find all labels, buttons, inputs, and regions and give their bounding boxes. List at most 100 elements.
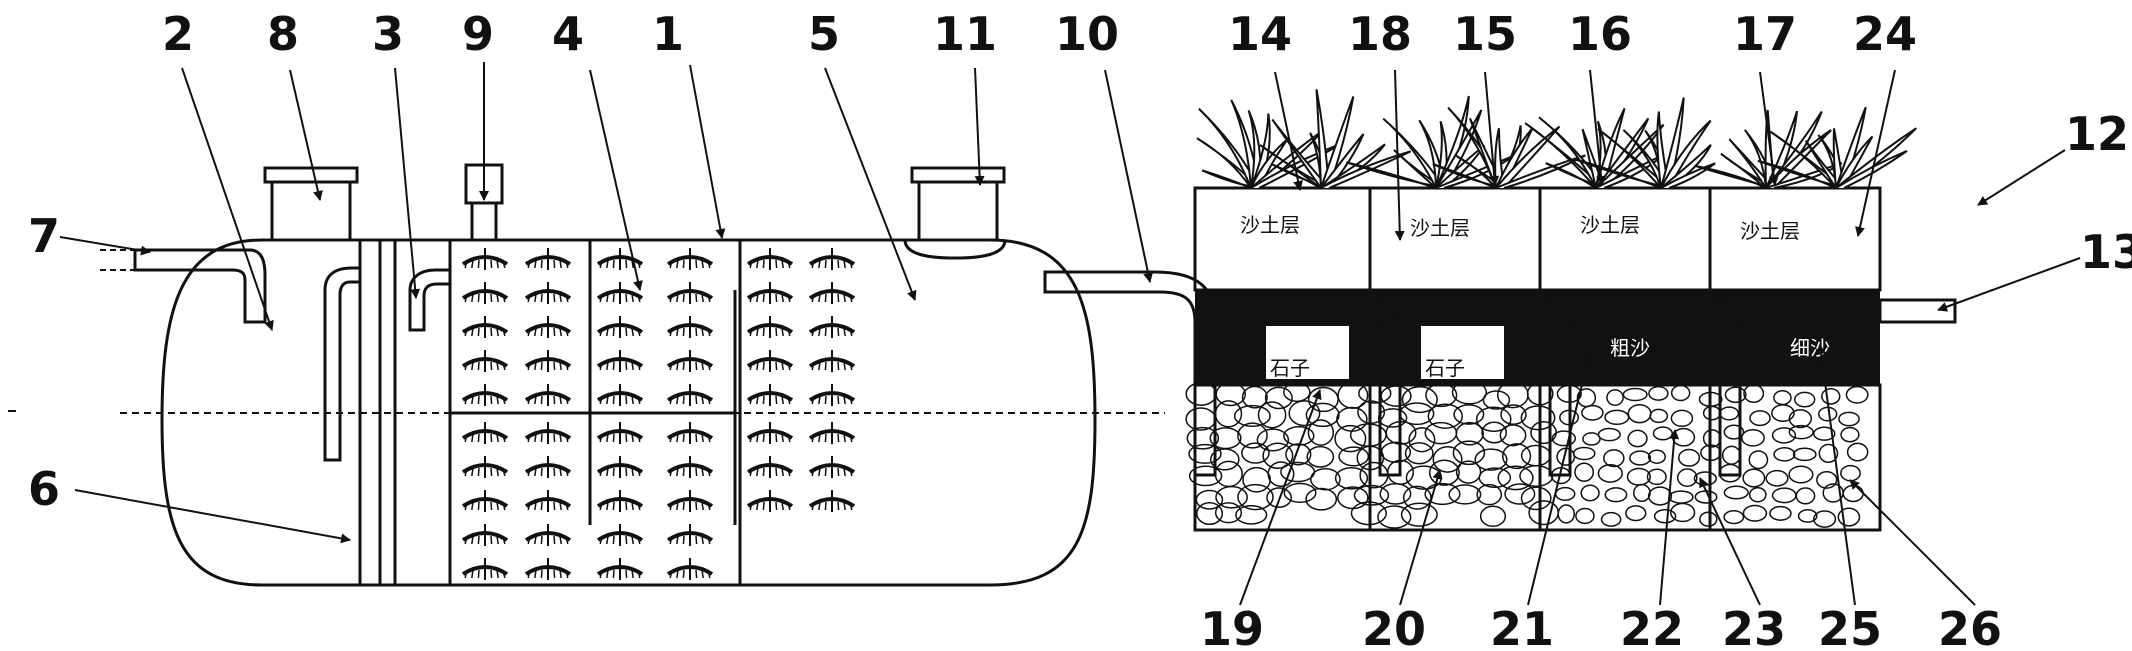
gravel-stone (1693, 471, 1718, 486)
plant-cluster (1196, 99, 1344, 189)
gravel-stone (1185, 407, 1217, 431)
filler-tuft (808, 282, 856, 304)
filler-tuft (746, 422, 794, 444)
transfer-pipe-1 (323, 266, 362, 462)
gravel-stone (1769, 505, 1792, 521)
filler-tuft (666, 524, 714, 546)
gravel-stone (1676, 468, 1698, 488)
callout-24: 24 (1853, 7, 1917, 61)
gravel-stone (1702, 429, 1722, 448)
gravel-stone (1748, 486, 1767, 503)
gravel-stone (1821, 387, 1841, 405)
callout-19: 19 (1200, 602, 1264, 651)
gravel-stone (1668, 490, 1694, 504)
gravel-stone (1748, 450, 1769, 470)
filler-tuft (666, 490, 714, 512)
filler-tuft (746, 282, 794, 304)
gravel-stone (1334, 466, 1369, 490)
gravel-stone (1305, 487, 1338, 511)
callout-21: 21 (1490, 602, 1554, 651)
gravel-stone (1242, 466, 1271, 493)
callout-2: 2 (162, 7, 194, 61)
callout-1: 1 (652, 7, 684, 61)
gravel-stone (1649, 408, 1669, 424)
inlet-pipe (100, 248, 267, 324)
filler-tuft (596, 490, 644, 512)
filler-tuft (596, 350, 644, 372)
gravel-stone (1743, 383, 1765, 404)
callout-5: 5 (808, 7, 840, 61)
filler-tuft (808, 456, 856, 478)
layer-label-soil-4: 沙土层 (1740, 219, 1800, 243)
gravel-stone (1765, 469, 1789, 487)
gravel-stone (1425, 383, 1458, 408)
gravel-stone (1622, 387, 1648, 402)
gravel-stone (1554, 486, 1576, 501)
gravel-stone (1723, 510, 1745, 525)
gravel-stone (1195, 489, 1224, 510)
filler-tuft (461, 248, 509, 270)
gravel-stone (1424, 421, 1458, 445)
gravel-stone (1771, 404, 1795, 423)
gravel-stone (1792, 447, 1817, 462)
gravel-stone (1379, 482, 1412, 505)
filler-tuft (808, 422, 856, 444)
transfer-pipe-2 (408, 268, 452, 332)
filler-tuft (596, 282, 644, 304)
gravel-stone (1671, 427, 1696, 447)
callout-18: 18 (1348, 7, 1412, 61)
inspection-hole-left (263, 166, 359, 242)
gravel-stone (1428, 459, 1460, 486)
gravel-stone (1551, 430, 1577, 447)
gravel-stone (1452, 440, 1486, 466)
gravel-stone (1625, 505, 1647, 522)
plant-cluster (1432, 106, 1586, 189)
gravel-stone (1600, 511, 1622, 527)
gravel-stone (1237, 422, 1268, 449)
filler-tuft (808, 316, 856, 338)
final-outlet-pipe (1878, 298, 1957, 324)
gravel-stone (1307, 419, 1335, 446)
gravel-stone (1288, 400, 1321, 427)
gravel-stone (1741, 429, 1765, 447)
gravel-stone (1702, 405, 1722, 421)
gravel-stone (1670, 409, 1694, 428)
gravel-stone (1627, 429, 1648, 448)
gravel-stone (1653, 509, 1677, 524)
callout-4: 4 (552, 7, 584, 61)
filler-tuft (666, 248, 714, 270)
layer-label-stone-2: 石子 (1425, 356, 1465, 380)
gravel-stone (1604, 487, 1628, 503)
gravel-stone (1404, 442, 1434, 465)
gravel-stone (1237, 483, 1274, 511)
filler-tuft (461, 316, 509, 338)
gravel-stone (1266, 487, 1292, 508)
filler-tuft (666, 316, 714, 338)
gravel-stone (1771, 427, 1797, 444)
gravel-stone (1788, 409, 1813, 429)
gravel-stone (1719, 406, 1740, 421)
gravel-stone (1788, 465, 1814, 484)
gravel-stone (1575, 507, 1595, 525)
gravel-stone (1669, 502, 1696, 523)
gravel-stone (1408, 427, 1436, 453)
gravel-stone (1235, 505, 1268, 525)
gravel-stone (1699, 511, 1718, 527)
callout-26: 26 (1938, 602, 2002, 651)
gravel-stone (1427, 403, 1463, 429)
gravel-stone (1818, 443, 1839, 464)
gravel-stone (1262, 442, 1294, 469)
filler-tuft (666, 384, 714, 406)
filler-tuft (596, 456, 644, 478)
gravel-stone (1572, 446, 1596, 461)
gravel-stone (1670, 384, 1691, 402)
filler-tuft (524, 350, 572, 372)
gravel-stone (1723, 485, 1749, 500)
gravel-stone (1264, 386, 1293, 410)
gravel-stone (1574, 462, 1595, 482)
gravel-stone (1337, 486, 1369, 510)
gravel-stone (1432, 445, 1463, 473)
stone-box-1 (1264, 324, 1351, 381)
filler-tuft (746, 384, 794, 406)
layer-label-stone-1: 石子 (1270, 356, 1310, 380)
